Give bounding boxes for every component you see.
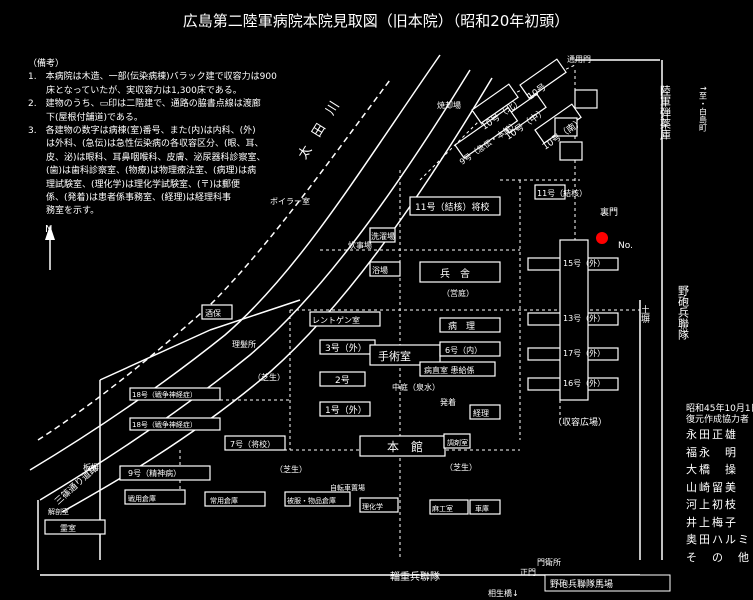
parade-ground-label: （営庭） bbox=[442, 288, 474, 298]
anesthesia-label: 麻工室 bbox=[432, 504, 453, 513]
artillery-horse-box bbox=[544, 574, 671, 592]
credit-name: 奥田ハルミ bbox=[686, 533, 751, 546]
ward-15: 15号（外） bbox=[563, 258, 605, 268]
credit-name: 永田正雄 bbox=[686, 428, 738, 441]
canteen-label: 酒保 bbox=[205, 308, 221, 318]
main-building-label: 本 館 bbox=[387, 439, 423, 454]
ward-7: 7号（将校） bbox=[230, 439, 275, 449]
transport-regiment-label: 輜重兵聯隊 bbox=[390, 570, 440, 583]
artillery-horse-label: 野砲兵聯隊馬場 bbox=[550, 578, 613, 590]
lawn-label-1: （芝生） bbox=[253, 372, 285, 382]
credit-name: 大橋 操 bbox=[686, 463, 738, 476]
ward-1: 1号（外） bbox=[325, 404, 367, 416]
bicycle-label: 自転車置場 bbox=[330, 483, 365, 492]
credit-name: 河上初枝 bbox=[686, 498, 738, 511]
note-line: 1. 本病院は木造、一部(伝染病棟)バラック建で収容力は900 bbox=[28, 72, 277, 83]
autopsy-label: 解剖室 bbox=[48, 507, 69, 516]
incinerator-label: 焼却場 bbox=[437, 100, 461, 110]
chem-lab-label: 理化学 bbox=[362, 502, 383, 511]
wooden-fence-label: 板塀 bbox=[83, 462, 99, 472]
reception-ground-label: （収容広場） bbox=[553, 416, 607, 428]
note-line: 2. 建物のうち、▭印は二階建で、通路の脇書点線は渡廊 bbox=[28, 99, 261, 110]
artillery-regiment-label: 野砲兵聯隊 bbox=[677, 285, 690, 340]
ward-6: 6号（内） bbox=[445, 345, 482, 355]
ward-18a: 18号（戦争神経症） bbox=[132, 390, 197, 399]
north-arrow-icon bbox=[45, 225, 55, 270]
earthen-wall-label: 土塀 bbox=[639, 304, 650, 324]
credit-name: 福永 明 bbox=[686, 445, 738, 459]
marker-label: No. bbox=[618, 241, 633, 251]
lawn-label-3: （芝生） bbox=[445, 462, 477, 472]
courtyard-label: 中庭（泉水） bbox=[392, 382, 440, 392]
note-line: (歯)は歯科診察室、(物療)は物理療法室、(病理)は病 bbox=[28, 166, 257, 177]
army-arsenal-label: 陸軍弾薬庫 bbox=[659, 85, 672, 141]
ward-11-tb-box bbox=[534, 184, 566, 200]
note-line: 下(屋根付舗道)である。 bbox=[28, 112, 143, 123]
ward-9-psych: 9号（精神病） bbox=[128, 468, 181, 478]
note-line: 3. 各建物の数字は病棟(室)番号、また(内)は内科、(外) bbox=[28, 126, 256, 137]
kitchen-label: 炊事場 bbox=[348, 240, 372, 250]
war-storage-label: 戦用倉庫 bbox=[128, 494, 156, 503]
note-line: 務室を示す。 bbox=[28, 206, 100, 217]
ota-river bbox=[29, 54, 493, 513]
north-label: N bbox=[45, 224, 52, 235]
ward-11-tb: 11号（結核） bbox=[537, 188, 587, 198]
clothing-storage-label: 被服・物品倉庫 bbox=[287, 496, 336, 505]
ward-11-officer: 11号（結核）将校 bbox=[415, 201, 489, 213]
central-buildings bbox=[44, 227, 501, 535]
aioi-bridge-label: 相生橋↓ bbox=[488, 588, 519, 598]
xray-label: レントゲン室 bbox=[312, 315, 360, 325]
surgery-label: 手術室 bbox=[378, 349, 411, 363]
credits-subheading: 復元作成協力者 bbox=[686, 415, 750, 425]
compound-wall bbox=[37, 59, 663, 576]
note-line: 理試験室、(理化学)は理化学試験室、(〒)は郵便 bbox=[28, 179, 241, 190]
hakushima-label: ↑至・白島町 bbox=[699, 85, 708, 132]
ward-13: 13号（外） bbox=[563, 313, 605, 323]
note-line: 係、(発着)は患者係事務室、(経理)は経理科事 bbox=[28, 193, 232, 204]
back-gate-label: 裏門 bbox=[600, 206, 618, 218]
notes-header: （備考） bbox=[28, 59, 65, 69]
laundry-label: 洗濯場 bbox=[371, 231, 395, 241]
ward-3: 3号（外） bbox=[325, 342, 367, 354]
ward-11-box bbox=[409, 196, 501, 216]
accounting-label: 経理 bbox=[473, 408, 489, 418]
barber-label: 理髪所 bbox=[232, 339, 256, 349]
main-gate-label: 正門 bbox=[520, 568, 536, 577]
credit-name: 山崎留美 bbox=[686, 480, 738, 494]
bath-label: 浴場 bbox=[372, 265, 388, 275]
garage-label: 車庫 bbox=[475, 504, 489, 513]
note-line: 皮、泌)は眼科、耳鼻咽喉科、皮膚、泌尿器科診察室、 bbox=[28, 152, 266, 163]
credits-block: 昭和45年10月1日 復元作成協力者 永田正雄 福永 明 大橋 操 山崎留美 河… bbox=[686, 404, 753, 566]
north-wards bbox=[454, 58, 598, 161]
ward-17: 17号（外） bbox=[563, 348, 605, 358]
ward-2: 2号 bbox=[335, 375, 350, 386]
credit-name: 井上梅子 bbox=[686, 515, 738, 529]
location-marker-icon bbox=[596, 232, 608, 244]
ward-18b: 18号（戦争神経症） bbox=[132, 420, 197, 429]
note-line: は外科、(急伝)は急性伝染病の各収容区分、(眼、耳、 bbox=[28, 139, 264, 150]
credits-date: 昭和45年10月1日 bbox=[686, 404, 753, 414]
side-gate-label: 通用門 bbox=[567, 54, 591, 64]
ward-16: 16号（外） bbox=[563, 378, 605, 388]
note-line: 床となっていたが、実収容力は1,300床である。 bbox=[28, 85, 242, 96]
duty-room-label: 病直室 患給係 bbox=[424, 365, 475, 375]
pathology-label: 病 理 bbox=[448, 320, 475, 332]
credit-name: そ の 他 bbox=[686, 550, 751, 564]
dispatch-label: 発着 bbox=[440, 397, 456, 407]
gatehouse-label: 門衛所 bbox=[537, 557, 561, 567]
regular-storage-label: 常用倉庫 bbox=[210, 496, 238, 505]
lawn-label-2: （芝生） bbox=[275, 464, 307, 474]
mortuary-label: 霊室 bbox=[60, 523, 76, 533]
pharmacy-label: 調剤室 bbox=[447, 438, 468, 447]
east-wards bbox=[527, 239, 619, 401]
notes-block: （備考） 1. 本病院は木造、一部(伝染病棟)バラック建で収容力は900 床とな… bbox=[28, 58, 328, 219]
map-title: 広島第二陸軍病院本院見取図（旧本院）（昭和20年初頭） bbox=[183, 12, 570, 30]
boiler-label: ボイラー室 bbox=[270, 196, 310, 206]
barracks-label: 兵 舎 bbox=[440, 267, 470, 280]
